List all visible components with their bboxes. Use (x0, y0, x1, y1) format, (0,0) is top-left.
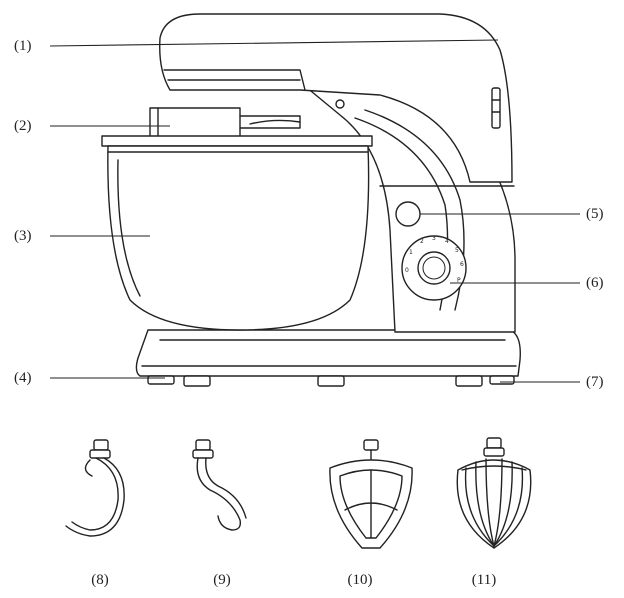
dough-hook-attachment (65, 439, 125, 537)
attachment-8-caption: (8) (91, 572, 109, 588)
callout-5-label: (5) (586, 206, 604, 222)
svg-text:6: 6 (460, 261, 464, 268)
svg-text:4: 4 (445, 238, 449, 245)
svg-text:P: P (457, 277, 461, 284)
mixer-feet (147, 375, 515, 387)
attachment-9-caption: (9) (213, 572, 231, 588)
mixer-base (135, 329, 521, 377)
attachment-10-caption: (10) (347, 572, 373, 588)
svg-text:0: 0 (405, 267, 409, 274)
svg-text:3: 3 (432, 235, 436, 242)
spiral-hook-attachment (192, 439, 247, 531)
flat-beater-attachment (329, 439, 413, 549)
callout-7-label: (7) (586, 374, 604, 390)
splash-guard (101, 107, 373, 147)
callout-3-label: (3) (14, 228, 32, 244)
callout-6-label: (6) (586, 275, 604, 291)
mixing-bowl (107, 145, 370, 331)
svg-text:5: 5 (455, 247, 459, 254)
callout-2-label: (2) (14, 118, 32, 134)
leader-lines (49, 39, 580, 383)
callout-1-label: (1) (14, 38, 32, 54)
attachment-11-caption: (11) (471, 572, 497, 588)
whisk-attachment (456, 437, 532, 549)
svg-text:1: 1 (409, 249, 413, 256)
power-button (395, 201, 421, 227)
svg-text:2: 2 (420, 238, 424, 245)
callout-4-label: (4) (14, 370, 32, 386)
mixer-head (159, 13, 513, 183)
speed-knob: 0 1 2 3 4 5 6 P (401, 235, 467, 301)
